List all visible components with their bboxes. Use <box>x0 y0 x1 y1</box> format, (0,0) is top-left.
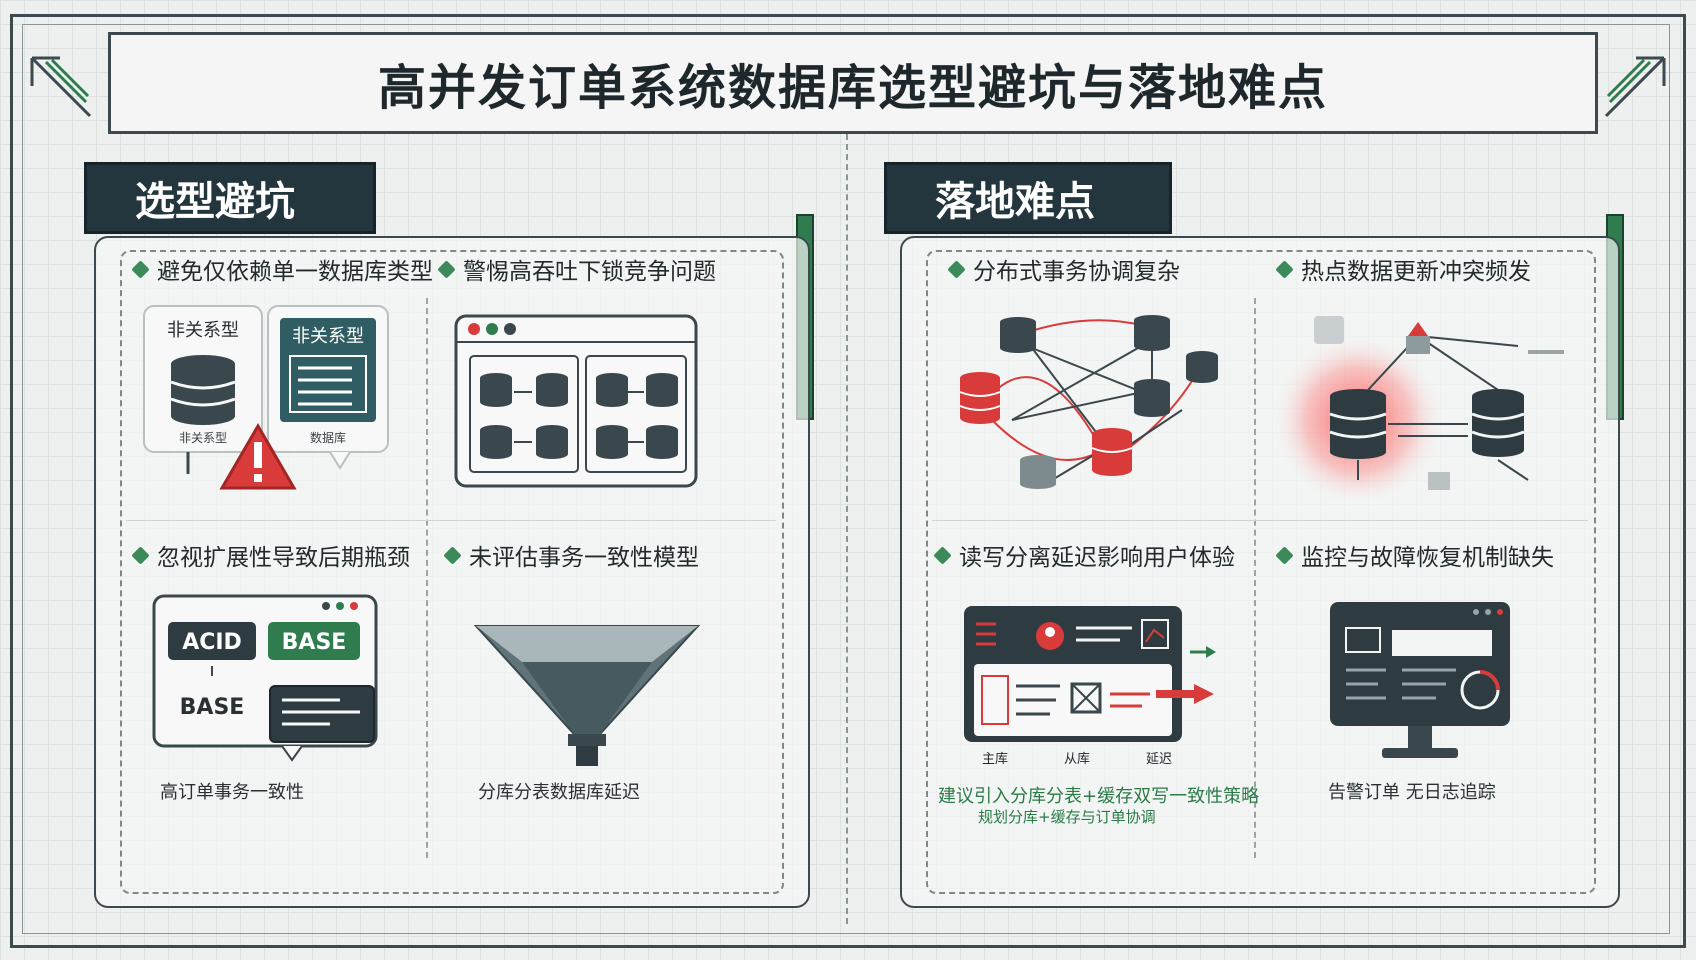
item-caption: 建议引入分库分表+缓存双写一致性策略 <box>938 786 1260 807</box>
lock-contention-illustration <box>454 314 698 488</box>
sub-b-label: 数据库 <box>310 430 346 445</box>
monitoring-illustration <box>1330 602 1510 758</box>
tag-delay: 延迟 <box>1146 752 1173 767</box>
outer-frame <box>10 14 1686 948</box>
acid-label: ACID <box>182 630 242 655</box>
corner-decoration-right-icon <box>1604 56 1666 118</box>
diamond-bullet-icon <box>1275 545 1294 565</box>
read-write-split-illustration <box>964 606 1216 742</box>
item-label: 避免仅依赖单一数据库类型 <box>131 252 433 286</box>
corner-decoration-left-icon <box>30 56 92 118</box>
row-divider <box>126 520 776 521</box>
item-label: 警惕高吞吐下锁竞争问题 <box>437 252 716 286</box>
tag-primary: 主库 <box>982 752 1009 767</box>
item-caption: 告警订单 无日志追踪 <box>1328 782 1496 803</box>
diamond-bullet-icon <box>933 545 952 565</box>
acid-base-illustration: ACID BASE BASE <box>152 594 378 762</box>
item-label: 热点数据更新冲突频发 <box>1275 252 1531 286</box>
section-tab-difficulties: 落地难点 <box>884 162 1172 234</box>
section-tab-pitfalls: 选型避坑 <box>84 162 376 234</box>
badge-b-label: 非关系型 <box>292 326 364 347</box>
item-label: 监控与故障恢复机制缺失 <box>1275 538 1554 572</box>
diamond-bullet-icon <box>947 259 966 279</box>
panel-dashed-border <box>120 250 784 894</box>
diamond-bullet-icon <box>437 259 456 279</box>
inner-frame <box>22 24 1670 934</box>
tag-replica: 从库 <box>1064 752 1091 767</box>
item-subcaption: 规划分库+缓存与订单协调 <box>978 808 1156 826</box>
row-divider <box>932 520 1588 521</box>
difficulties-panel: 分布式事务协调复杂 <box>900 236 1620 908</box>
item-caption: 分库分表数据库延迟 <box>478 782 640 803</box>
center-divider <box>846 134 848 924</box>
base-green-label: BASE <box>282 630 347 655</box>
item-label: 未评估事务一致性模型 <box>443 538 699 572</box>
item-label: 忽视扩展性导致后期瓶颈 <box>131 538 410 572</box>
single-db-type-illustration: 非关系型 非关系型 非关系型 数据库 <box>143 305 389 490</box>
section-tab-label: 落地难点 <box>935 179 1095 225</box>
distributed-transaction-illustration <box>959 315 1218 489</box>
section-tab-label: 选型避坑 <box>135 179 295 225</box>
diamond-bullet-icon <box>131 259 150 279</box>
diamond-bullet-icon <box>1275 259 1294 279</box>
panel-dashed-border <box>926 250 1596 894</box>
base-label: BASE <box>180 695 245 720</box>
page-title: 高并发订单系统数据库选型避坑与落地难点 <box>377 60 1328 116</box>
sub-a-label: 非关系型 <box>179 431 227 445</box>
db-tags: 主库 从库 延迟 <box>982 748 1172 767</box>
diamond-bullet-icon <box>443 545 462 565</box>
hotspot-conflict-illustration <box>1270 316 1564 500</box>
item-caption: 高订单事务一致性 <box>160 782 304 803</box>
item-label: 分布式事务协调复杂 <box>947 252 1180 286</box>
badge-a-label: 非关系型 <box>167 320 239 341</box>
title-banner: 高并发订单系统数据库选型避坑与落地难点 <box>108 32 1598 134</box>
cell-divider <box>1254 298 1256 858</box>
pitfalls-panel: 避免仅依赖单一数据库类型 非关系型 非关系型 非关系型 数据库 警惕高吞吐下锁竞… <box>94 236 810 908</box>
diamond-bullet-icon <box>131 545 150 565</box>
db-node <box>1000 315 1218 417</box>
item-label: 读写分离延迟影响用户体验 <box>933 538 1235 572</box>
cell-divider <box>426 298 428 858</box>
funnel-illustration <box>473 625 701 766</box>
